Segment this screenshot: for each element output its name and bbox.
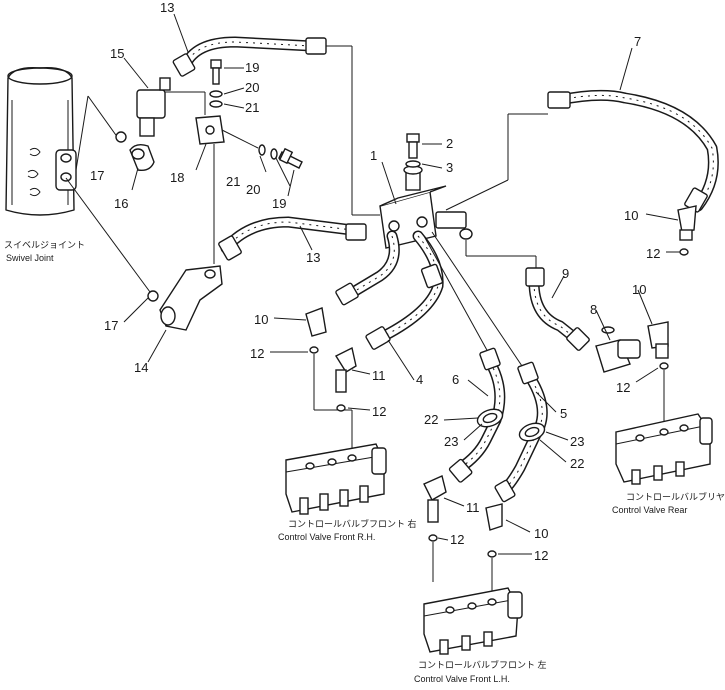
callout-3: 3 <box>446 160 453 175</box>
fitting-11-front-rh <box>334 346 357 412</box>
clamp-22-23-left <box>476 408 504 428</box>
callout-9: 9 <box>562 266 569 281</box>
callout-12: 12 <box>616 380 630 395</box>
hose-5 <box>431 231 548 503</box>
hose-13-upper <box>172 36 380 216</box>
callout-11: 11 <box>466 500 480 515</box>
bolt-19-top <box>209 59 223 108</box>
control-valve-front-rh: コントロールバルブフロント 右 Control Valve Front R.H. <box>278 443 417 542</box>
cv-front-rh-label-jp: コントロールバルブフロント 右 <box>288 518 417 529</box>
clamp-22-23-right <box>518 422 546 442</box>
elbow-fitting-16 <box>129 143 155 172</box>
callout-15: 15 <box>110 46 124 61</box>
elbow-fitting-14 <box>159 265 223 331</box>
callout-17: 17 <box>90 168 104 183</box>
o-ring-17 <box>65 95 159 302</box>
callout-2: 2 <box>446 136 453 151</box>
elbow-fitting-15 <box>136 77 206 137</box>
control-valve-rear: コントロールバルブリヤー Control Valve Rear <box>612 413 725 515</box>
swivel-joint-label-en: Swivel Joint <box>6 253 54 263</box>
cv-rear-label-en: Control Valve Rear <box>612 505 687 515</box>
cv-front-rh-label-en: Control Valve Front R.H. <box>278 532 375 542</box>
fitting-10-front-lh <box>485 503 503 600</box>
cv-rear-label-jp: コントロールバルブリヤー <box>626 491 725 502</box>
cv-front-lh-label-en: Control Valve Front L.H. <box>414 674 510 684</box>
callout-17: 17 <box>104 318 118 333</box>
callout-12: 12 <box>450 532 464 547</box>
callout-12: 12 <box>372 404 386 419</box>
callout-22: 22 <box>570 456 584 471</box>
callout-18: 18 <box>170 170 184 185</box>
fitting-10-front-rh <box>305 307 353 460</box>
cv-front-lh-label-jp: コントロールバルブフロント 左 <box>418 659 547 670</box>
hose-4 <box>365 230 444 350</box>
callout-22: 22 <box>424 412 438 427</box>
callout-16: 16 <box>114 196 128 211</box>
hose-to-fitting-10-front <box>335 230 400 306</box>
control-valve-front-lh: コントロールバルブフロント 左 Control Valve Front L.H. <box>414 587 547 684</box>
callout-6: 6 <box>452 372 459 387</box>
callout-20: 20 <box>245 80 259 95</box>
bolt-2-washer-3 <box>405 133 421 168</box>
fitting-10-rear <box>647 321 669 432</box>
hose-9 <box>465 240 590 351</box>
callout-14: 14 <box>134 360 148 375</box>
callout-4: 4 <box>416 372 423 387</box>
callout-19: 19 <box>272 196 286 211</box>
callout-13: 13 <box>160 0 174 15</box>
callout-numbers: 13 15 19 20 21 17 16 18 21 20 19 13 1 2 … <box>90 0 660 563</box>
bolt-19-side <box>258 144 303 169</box>
callout-13: 13 <box>306 250 320 265</box>
callout-21: 21 <box>245 100 259 115</box>
leader-lines <box>123 13 680 555</box>
callout-8: 8 <box>590 302 597 317</box>
swivel-joint: スイベルジョイント Swivel Joint <box>4 67 85 263</box>
bracket-18 <box>195 115 259 264</box>
fitting-8 <box>595 326 641 373</box>
callout-20: 20 <box>246 182 260 197</box>
hose-7 <box>445 89 719 213</box>
hose-13-lower <box>218 216 367 261</box>
callout-1: 1 <box>370 148 377 163</box>
callout-23: 23 <box>570 434 584 449</box>
fitting-10-rear-top <box>677 205 697 256</box>
hose-6 <box>423 235 506 483</box>
callout-7: 7 <box>634 34 641 49</box>
callout-12: 12 <box>250 346 264 361</box>
callout-21: 21 <box>226 174 240 189</box>
callout-19: 19 <box>245 60 259 75</box>
callout-10: 10 <box>254 312 268 327</box>
swivel-joint-label-jp: スイベルジョイント <box>4 240 85 250</box>
callout-10: 10 <box>534 526 548 541</box>
callout-10: 10 <box>624 208 638 223</box>
callout-12: 12 <box>646 246 660 261</box>
callout-5: 5 <box>560 406 567 421</box>
callout-10: 10 <box>632 282 646 297</box>
callout-11: 11 <box>372 368 386 383</box>
callout-23: 23 <box>444 434 458 449</box>
callout-12: 12 <box>534 548 548 563</box>
fitting-11-front-lh <box>423 475 447 582</box>
